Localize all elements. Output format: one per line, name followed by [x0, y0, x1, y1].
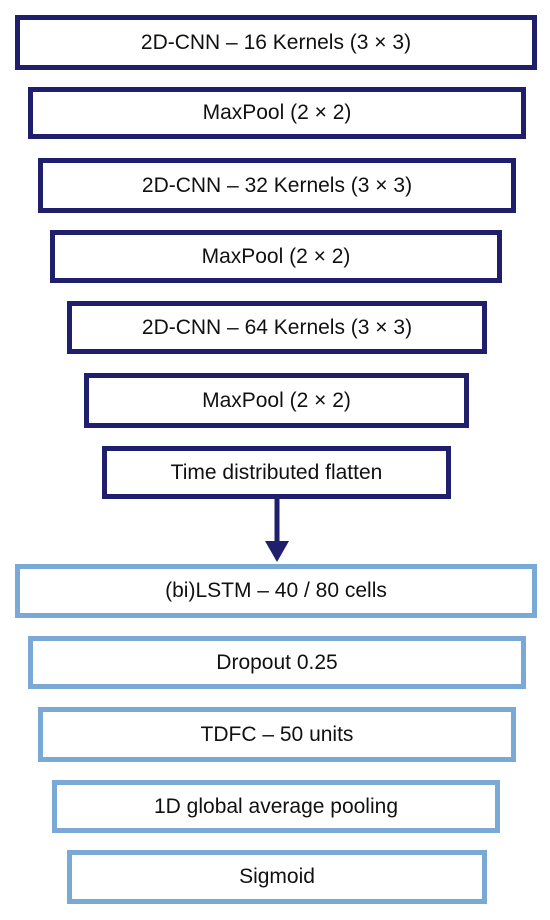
layer-conv2d-32: 2D-CNN – 32 Kernels (3 × 3) — [38, 158, 516, 213]
layer-label: (bi)LSTM – 40 / 80 cells — [165, 579, 387, 602]
layer-sigmoid: Sigmoid — [67, 850, 487, 904]
layer-label: MaxPool (2 × 2) — [201, 244, 351, 268]
layer-bilstm: (bi)LSTM – 40 / 80 cells — [15, 564, 537, 618]
layer-label: TDFC – 50 units — [200, 722, 354, 746]
layer-label: 2D-CNN – 32 Kernels (3 × 3) — [141, 173, 413, 197]
flow-arrow-head — [265, 541, 289, 562]
layer-conv2d-16: 2D-CNN – 16 Kernels (3 × 3) — [15, 15, 537, 70]
layer-label: 2D-CNN – 16 Kernels (3 × 3) — [140, 30, 412, 54]
layer-tdfc: TDFC – 50 units — [38, 707, 516, 762]
layer-label: 1D global average pooling — [153, 794, 398, 818]
layer-maxpool-2: MaxPool (2 × 2) — [50, 230, 502, 283]
layer-label: MaxPool (2 × 2) — [202, 101, 352, 124]
layer-maxpool-3: MaxPool (2 × 2) — [84, 373, 469, 428]
layer-dropout: Dropout 0.25 — [28, 636, 526, 689]
layer-label: Dropout 0.25 — [216, 650, 338, 674]
layer-time-distributed-flatten: Time distributed flatten — [102, 446, 451, 499]
layer-label: MaxPool (2 × 2) — [202, 388, 351, 412]
layer-conv2d-64: 2D-CNN – 64 Kernels (3 × 3) — [67, 301, 487, 354]
layer-label: Sigmoid — [239, 865, 315, 888]
layer-label: 2D-CNN – 64 Kernels (3 × 3) — [141, 315, 413, 339]
layer-label: Time distributed flatten — [170, 460, 383, 484]
layer-maxpool-1: MaxPool (2 × 2) — [28, 87, 526, 139]
layer-global-average-pooling: 1D global average pooling — [52, 780, 500, 833]
